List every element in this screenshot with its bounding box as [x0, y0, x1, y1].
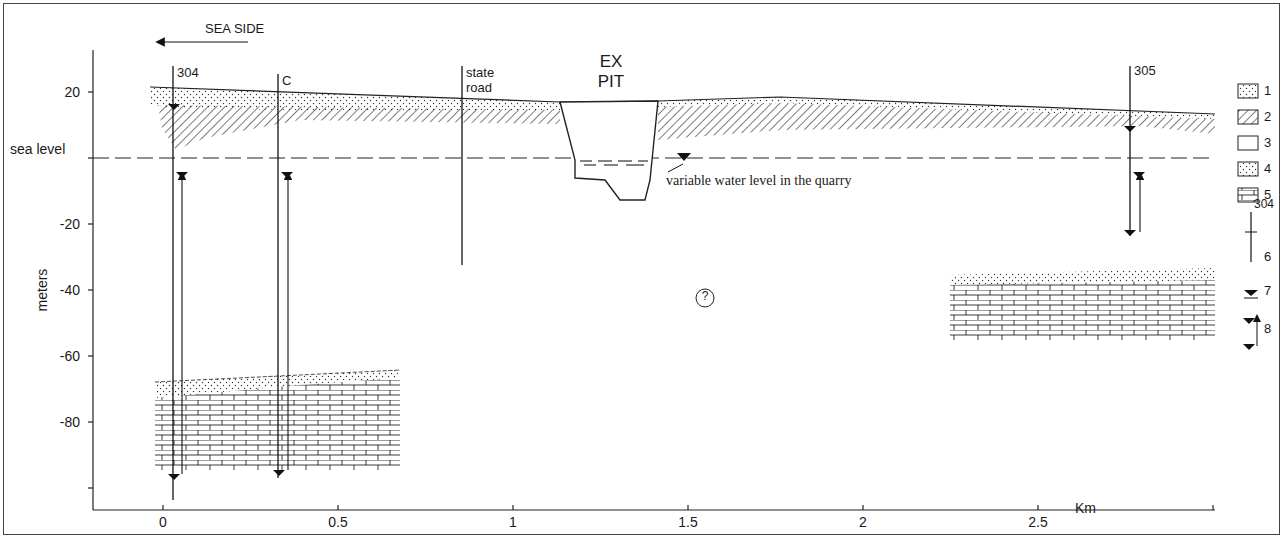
- tick-label: 2: [859, 514, 867, 530]
- pit-label: EX PIT: [591, 52, 631, 91]
- direction-label: SEA SIDE: [205, 22, 264, 37]
- legend-number: 7: [1264, 284, 1271, 299]
- legend-number: 4: [1264, 162, 1271, 177]
- tick-label: 0: [159, 514, 167, 530]
- tick-label: 1.5: [678, 514, 697, 530]
- callout-number: ?: [702, 290, 709, 304]
- legend-number: 3: [1264, 136, 1271, 151]
- tick-label: -20: [60, 216, 80, 232]
- legend-number: 8: [1264, 322, 1271, 337]
- tick-label: -80: [60, 414, 80, 430]
- unit-label: Km: [1075, 500, 1096, 516]
- tick-label: 1: [509, 514, 517, 530]
- well-label: C: [282, 74, 291, 89]
- tick-label: -40: [60, 282, 80, 298]
- axis-title: meters: [34, 269, 50, 312]
- tick-label: 0.5: [328, 514, 347, 530]
- tick-label: 20: [64, 84, 80, 100]
- axis-label: sea level: [10, 141, 65, 157]
- well-label: 305: [1134, 64, 1156, 79]
- well-label: 304: [177, 66, 199, 81]
- tick-label: -60: [60, 348, 80, 364]
- tick-label: 2.5: [1028, 514, 1047, 530]
- legend-number: 6: [1264, 250, 1271, 265]
- note-label: variable water level in the quarry: [666, 173, 851, 189]
- road-label: state road: [466, 66, 506, 96]
- legend-number: 2: [1264, 110, 1271, 125]
- legend-number: 5: [1264, 188, 1271, 203]
- legend-number: 1: [1264, 84, 1271, 99]
